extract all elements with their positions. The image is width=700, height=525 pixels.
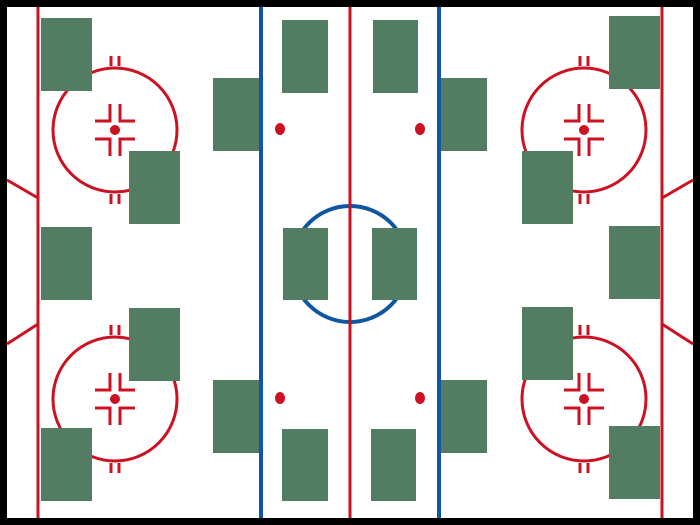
faceoff-bracket [118,137,135,156]
block-left-zone-bottom [213,380,259,453]
block-left-lower-mid [129,308,180,381]
block-neutral-right-middle [372,228,417,300]
faceoff-bracket [564,137,581,156]
block-right-middle [609,226,660,299]
block-left-bottom [41,428,92,501]
block-right-zone-top [441,78,487,151]
faceoff-bracket [564,373,581,392]
block-right-bottom [609,426,660,499]
faceoff-marks-bottom-left [95,325,135,473]
block-neutral-right-top [373,20,418,93]
block-left-middle [41,227,92,300]
right-lower-corner-line [661,322,694,346]
faceoff-marks-top-left [95,56,135,204]
block-neutral-left-top [282,20,328,93]
faceoff-marks-bottom-right [564,325,604,473]
neutral-dot-top-right [415,123,425,135]
faceoff-bracket [587,137,604,156]
block-neutral-left-bottom [282,429,328,501]
faceoff-marks-top-right [564,56,604,204]
left-upper-corner-line [6,178,39,200]
block-right-lower-mid [522,307,573,380]
block-left-upper-mid [129,151,180,224]
faceoff-dot-bottom-left [110,394,120,404]
block-right-top [609,16,660,89]
faceoff-bracket [95,104,112,123]
faceoff-bracket [564,406,581,425]
faceoff-circle-top-left [51,66,179,194]
faceoff-circle-bottom-left [51,335,179,463]
faceoff-circle-top-right [520,66,648,194]
faceoff-bracket [564,104,581,123]
faceoff-bracket [587,104,604,123]
block-right-zone-bottom [441,380,487,453]
faceoff-bracket [95,373,112,392]
faceoff-bracket [587,373,604,392]
faceoff-bracket [95,137,112,156]
faceoff-bracket [118,406,135,425]
faceoff-dot-top-left [110,125,120,135]
block-right-upper-mid [522,151,573,224]
faceoff-dot-top-right [579,125,589,135]
faceoff-bracket [587,406,604,425]
neutral-dot-top-left [275,123,285,135]
block-neutral-left-middle [283,228,328,300]
faceoff-dot-bottom-right [579,394,589,404]
neutral-dot-bottom-left [275,392,285,404]
block-left-zone-top [213,78,259,151]
faceoff-bracket [118,373,135,392]
faceoff-circle-bottom-right [520,335,648,463]
neutral-dot-bottom-right [415,392,425,404]
right-upper-corner-line [661,178,694,200]
faceoff-bracket [118,104,135,123]
faceoff-bracket [95,406,112,425]
block-left-top [41,18,92,91]
block-neutral-right-bottom [371,429,416,501]
left-lower-corner-line [6,322,39,346]
